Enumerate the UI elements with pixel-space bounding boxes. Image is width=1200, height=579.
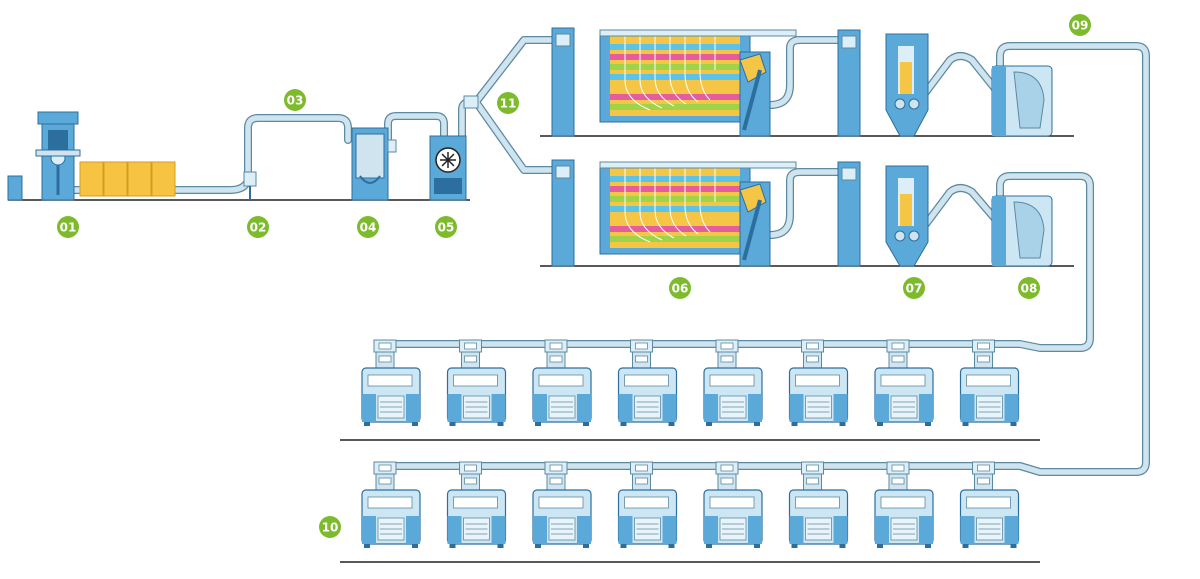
station-01-badge: 01 — [57, 216, 79, 238]
cleaner-lower — [837, 161, 929, 267]
station-06-label: 06 — [672, 282, 689, 296]
card-machine — [446, 461, 507, 549]
card-machine — [532, 339, 592, 427]
card-machine — [617, 461, 678, 549]
card-machine — [959, 339, 1020, 427]
station-03-badge: 03 — [284, 89, 306, 111]
station-07-badge: 07 — [903, 277, 925, 299]
card-machine-row-lower — [361, 461, 1020, 549]
condenser-lower — [991, 195, 1053, 267]
cleaner-fan-machine — [429, 135, 467, 201]
card-machine — [788, 461, 849, 549]
station-10-label: 10 — [322, 521, 339, 535]
station-07-label: 07 — [906, 282, 923, 296]
condenser-machine — [351, 127, 397, 201]
card-machine — [703, 461, 763, 549]
station-02-badge: 02 — [247, 216, 269, 238]
cleaner-upper — [837, 29, 929, 137]
duct-splitter — [463, 95, 479, 109]
station-08-label: 08 — [1021, 282, 1038, 296]
station-08-badge: 08 — [1018, 277, 1040, 299]
card-machine — [446, 339, 507, 427]
card-machine — [874, 461, 934, 549]
station-10-badge: 10 — [319, 516, 341, 538]
station-03-label: 03 — [287, 94, 304, 108]
floor-lines — [8, 135, 1074, 563]
station-05-badge: 05 — [435, 216, 457, 238]
card-machine — [361, 461, 421, 549]
card-machine — [874, 339, 934, 427]
card-machine — [617, 339, 678, 427]
cotton-bales — [79, 161, 176, 197]
card-machine — [788, 339, 849, 427]
station-06-badge: 06 — [669, 277, 691, 299]
condenser-upper — [991, 65, 1053, 137]
bale-opener-machine — [7, 111, 81, 201]
station-04-label: 04 — [360, 221, 377, 235]
station-02-label: 02 — [250, 221, 267, 235]
station-11-badge: 11 — [497, 92, 519, 114]
metal-detector — [243, 171, 257, 200]
station-05-label: 05 — [438, 221, 455, 235]
station-09-badge: 09 — [1069, 14, 1091, 36]
card-machine — [361, 339, 421, 427]
card-machine — [532, 461, 592, 549]
card-machine — [703, 339, 763, 427]
card-machine — [959, 461, 1020, 549]
station-01-label: 01 — [60, 221, 77, 235]
mixer-line-lower — [551, 159, 797, 267]
station-04-badge: 04 — [357, 216, 379, 238]
station-09-label: 09 — [1072, 19, 1089, 33]
mixer-line-upper — [551, 27, 797, 137]
duct-network — [56, 36, 1150, 476]
card-machine-row-upper — [361, 339, 1020, 427]
station-11-label: 11 — [500, 97, 517, 111]
